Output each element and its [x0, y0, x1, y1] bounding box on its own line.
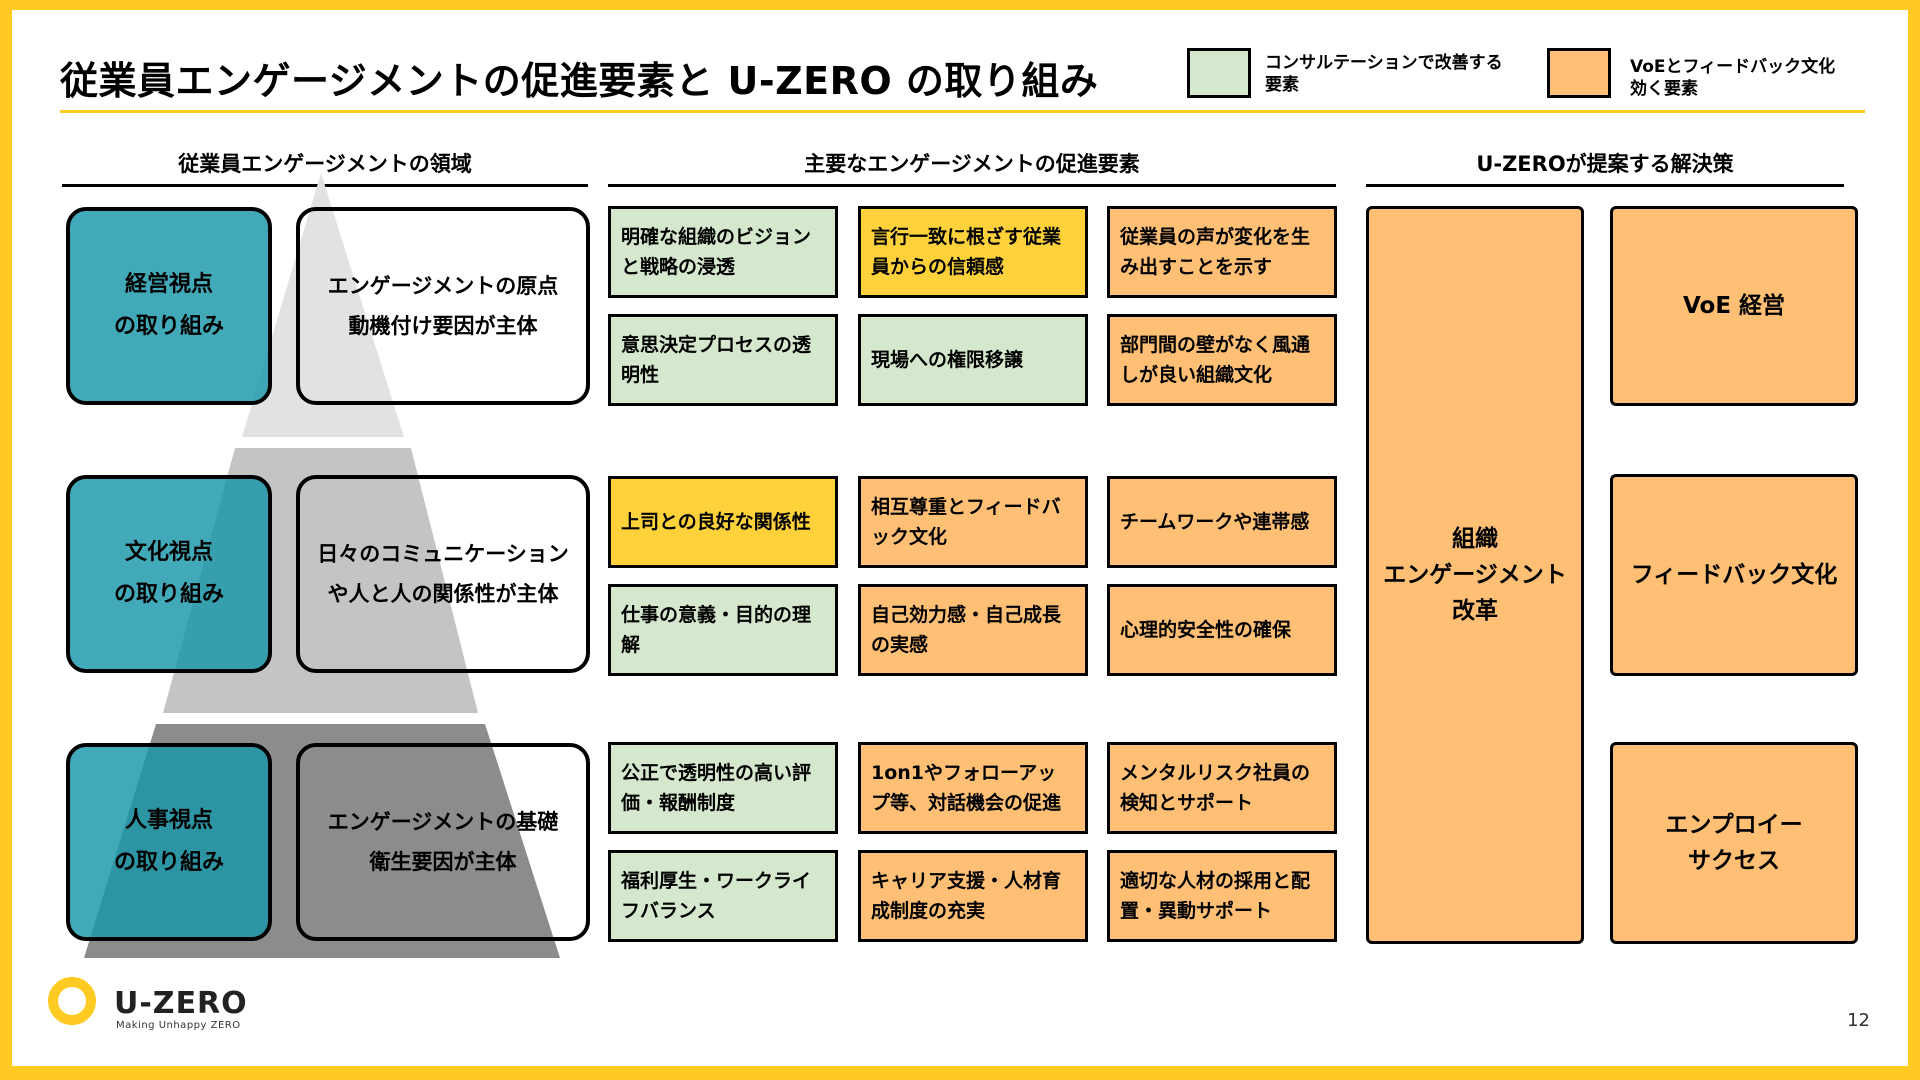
frame-notch	[1230, 10, 1730, 12]
pyramid-tier-top	[242, 173, 404, 437]
driver-cell: 言行一致に根ざす従業員からの信頼感	[858, 206, 1088, 298]
driver-cell: 現場への権限移譲	[858, 314, 1088, 406]
frame-bottom	[0, 1066, 1920, 1080]
driver-cell: メンタルリスク社員の検知とサポート	[1107, 742, 1337, 834]
page-number: 12	[1847, 1010, 1870, 1031]
driver-cell: 上司との良好な関係性	[608, 476, 838, 568]
solution-employee-success: エンプロイーサクセス	[1610, 742, 1858, 944]
logo-tagline: Making Unhappy ZERO	[116, 1020, 241, 1031]
driver-cell: 心理的安全性の確保	[1107, 584, 1337, 676]
legend-label-green: コンサルテーションで改善する要素	[1265, 53, 1503, 95]
driver-cell: 1on1やフォローアップ等、対話機会の促進	[858, 742, 1088, 834]
domain-hr-desc: エンゲージメントの基礎衛生要因が主体	[296, 743, 590, 941]
driver-cell: キャリア支援・人材育成制度の充実	[858, 850, 1088, 942]
frame-left	[0, 0, 12, 1080]
driver-cell: 意思決定プロセスの透明性	[608, 314, 838, 406]
driver-cell: 自己効力感・自己成長の実感	[858, 584, 1088, 676]
solution-feedback: フィードバック文化	[1610, 474, 1858, 676]
domain-management: 経営視点の取り組み	[66, 207, 272, 405]
driver-cell: 公正で透明性の高い評価・報酬制度	[608, 742, 838, 834]
frame-top	[0, 0, 1920, 10]
page-title: 従業員エンゲージメントの促進要素と U-ZERO の取り組み	[60, 59, 1099, 103]
header-drivers: 主要なエンゲージメントの促進要素	[608, 148, 1336, 187]
driver-cell: 相互尊重とフィードバック文化	[858, 476, 1088, 568]
header-domain: 従業員エンゲージメントの領域	[62, 148, 588, 187]
legend-swatch-orange	[1547, 48, 1611, 98]
logo-ring-icon	[48, 977, 96, 1025]
driver-cell: 明確な組織のビジョンと戦略の浸透	[608, 206, 838, 298]
logo-wordmark: U-ZERO	[114, 986, 248, 1021]
domain-culture: 文化視点の取り組み	[66, 475, 272, 673]
frame-right	[1908, 0, 1920, 1080]
driver-cell: 従業員の声が変化を生み出すことを示す	[1107, 206, 1337, 298]
driver-cell: 適切な人材の採用と配置・異動サポート	[1107, 850, 1337, 942]
title-underline	[60, 110, 1865, 113]
solution-voe: VoE 経営	[1610, 206, 1858, 406]
driver-cell: チームワークや連帯感	[1107, 476, 1337, 568]
driver-cell: 福利厚生・ワークライフバランス	[608, 850, 838, 942]
legend-label-orange: VoEとフィードバック文化効く要素	[1630, 57, 1836, 99]
domain-management-desc: エンゲージメントの原点動機付け要因が主体	[296, 207, 590, 405]
domain-hr: 人事視点の取り組み	[66, 743, 272, 941]
driver-cell: 仕事の意義・目的の理解	[608, 584, 838, 676]
legend-swatch-green	[1187, 48, 1251, 98]
driver-cell: 部門間の壁がなく風通しが良い組織文化	[1107, 314, 1337, 406]
header-solutions: U-ZEROが提案する解決策	[1366, 148, 1844, 187]
domain-culture-desc: 日々のコミュニケーションや人と人の関係性が主体	[296, 475, 590, 673]
solution-main: 組織エンゲージメント改革	[1366, 206, 1584, 944]
